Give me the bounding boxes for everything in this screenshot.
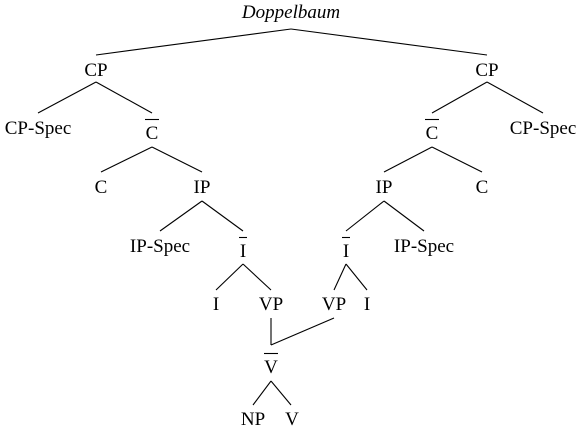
edge-title-left-cp — [95, 28, 292, 56]
node-right-i: I — [364, 294, 370, 315]
edge-right-ibar-i — [345, 263, 368, 291]
node-left-cp: CP — [84, 60, 107, 81]
node-np: NP — [241, 409, 265, 426]
node-left-c: C — [95, 177, 108, 198]
node-left-cbar: C — [146, 123, 159, 144]
edge-right-cp-spec — [486, 81, 544, 114]
edge-left-cbar-c — [100, 146, 153, 173]
edge-left-ibar-vp — [242, 263, 272, 291]
edge-left-cp-cbar — [95, 81, 153, 114]
node-left-ip-spec: IP-Spec — [130, 236, 190, 257]
edge-left-ip-ibar — [201, 200, 244, 232]
edge-right-ibar-vp — [333, 263, 347, 291]
edge-right-cbar-ip — [383, 146, 433, 173]
node-right-cp-spec: CP-Spec — [510, 118, 577, 139]
bar-overlines — [145, 118, 439, 355]
node-v: V — [285, 409, 299, 426]
node-right-vp: VP — [322, 294, 346, 315]
node-left-vp: VP — [259, 294, 283, 315]
edge-right-ip-spec — [383, 200, 425, 232]
edge-left-ibar-i — [215, 263, 244, 291]
edge-title-right-cp — [290, 28, 488, 56]
edge-left-ip-spec — [159, 200, 203, 232]
node-left-ip: IP — [194, 177, 211, 198]
diagram-title: Doppelbaum — [241, 2, 340, 23]
edge-left-cbar-ip — [151, 146, 203, 173]
tree-nodes: CP CP-Spec C C IP IP-Spec I I VP CP CP-S… — [5, 60, 577, 426]
tree-edges — [37, 28, 544, 406]
node-left-ibar: I — [240, 241, 246, 262]
edge-right-cbar-c — [431, 146, 483, 173]
edge-left-cp-spec — [37, 81, 97, 114]
edge-right-vp-vbar — [270, 317, 335, 346]
node-right-cbar: C — [426, 123, 439, 144]
edge-right-ip-ibar — [345, 200, 385, 232]
node-vbar: V — [264, 357, 278, 378]
node-left-i: I — [213, 294, 219, 315]
edge-vbar-np — [252, 380, 272, 406]
node-right-ibar: I — [343, 241, 349, 262]
edge-vbar-v — [270, 380, 292, 406]
edge-right-cp-cbar — [431, 81, 488, 114]
node-right-cp: CP — [475, 60, 498, 81]
node-right-ip: IP — [376, 177, 393, 198]
node-left-cp-spec: CP-Spec — [5, 118, 72, 139]
node-right-ip-spec: IP-Spec — [394, 236, 454, 257]
node-right-c: C — [476, 177, 489, 198]
